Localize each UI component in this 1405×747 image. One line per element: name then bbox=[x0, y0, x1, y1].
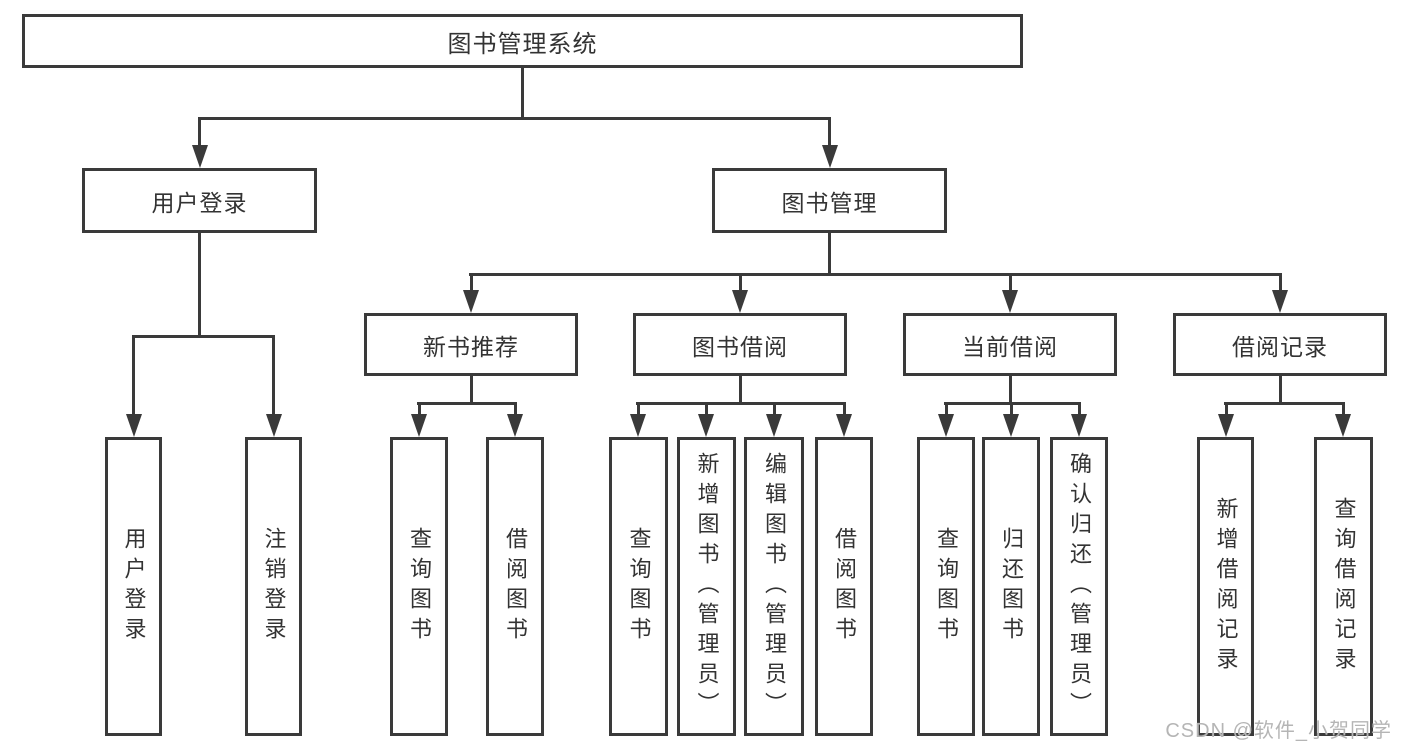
connector-hline bbox=[198, 117, 831, 120]
connector-vline bbox=[198, 117, 201, 151]
node-label: 借阅图书 bbox=[503, 526, 528, 647]
node-borrowing-records: 借阅记录 bbox=[1173, 313, 1387, 376]
connector-vline bbox=[944, 402, 948, 417]
node-label: 查询图书 bbox=[626, 526, 652, 647]
connector-vline bbox=[520, 68, 524, 120]
arrowhead-down-icon bbox=[821, 145, 838, 168]
node-book-management: 图书管理 bbox=[712, 168, 947, 233]
node-label: 当前借阅 bbox=[962, 333, 1058, 360]
watermark: CSDN @软件_小贺同学 bbox=[1165, 720, 1392, 742]
connector-vline bbox=[1008, 273, 1012, 293]
node-label: 注销登录 bbox=[261, 526, 287, 647]
node-label: 图书管理系统 bbox=[447, 30, 598, 58]
connector-hline bbox=[944, 402, 1081, 405]
node-label: 新书推荐 bbox=[423, 333, 519, 360]
arrowhead-down-icon bbox=[1272, 290, 1288, 313]
arrowhead-down-icon bbox=[463, 290, 479, 313]
arrowhead-down-icon bbox=[507, 414, 523, 437]
leaf-edit-books-admin: 编辑图书（管理员） bbox=[744, 437, 804, 736]
arrowhead-down-icon bbox=[191, 145, 208, 168]
arrowhead-down-icon bbox=[732, 290, 748, 313]
connector-vline bbox=[704, 402, 708, 417]
connector-vline bbox=[1278, 376, 1282, 403]
arrowhead-down-icon bbox=[1071, 414, 1087, 437]
node-label: 用户登录 bbox=[121, 526, 147, 647]
connector-hline bbox=[132, 335, 275, 338]
node-label: 查询借阅记录 bbox=[1331, 496, 1357, 677]
connector-vline bbox=[469, 273, 473, 293]
node-label: 编辑图书（管理员） bbox=[762, 451, 787, 722]
node-label: 查询图书 bbox=[407, 526, 432, 647]
connector-vline bbox=[738, 376, 742, 403]
arrowhead-down-icon bbox=[938, 414, 954, 437]
arrowhead-down-icon bbox=[1002, 290, 1018, 313]
connector-vline bbox=[1077, 402, 1081, 417]
connector-vline bbox=[828, 117, 831, 151]
node-label: 新增借阅记录 bbox=[1213, 496, 1239, 677]
node-label: 查询图书 bbox=[934, 526, 959, 647]
leaf-confirm-return-admin: 确认归还（管理员） bbox=[1050, 437, 1108, 736]
connector-vline bbox=[1341, 402, 1345, 417]
arrowhead-down-icon bbox=[1003, 414, 1019, 437]
connector-vline bbox=[1009, 402, 1013, 417]
connector-vline bbox=[132, 335, 135, 417]
connector-hline bbox=[636, 402, 846, 405]
arrowhead-down-icon bbox=[766, 414, 782, 437]
node-label: 图书管理 bbox=[781, 189, 878, 216]
leaf-borrow-books-recommend: 借阅图书 bbox=[486, 437, 544, 736]
leaf-query-books-borrowing: 查询图书 bbox=[609, 437, 668, 736]
arrowhead-down-icon bbox=[698, 414, 714, 437]
node-label: 用户登录 bbox=[151, 189, 248, 216]
connector-hline bbox=[1224, 402, 1345, 405]
leaf-add-books-admin: 新增图书（管理员） bbox=[677, 437, 736, 736]
arrowhead-down-icon bbox=[1218, 414, 1234, 437]
node-book-borrowing: 图书借阅 bbox=[633, 313, 847, 376]
leaf-query-borrowing-record: 查询借阅记录 bbox=[1314, 437, 1373, 736]
arrowhead-down-icon bbox=[836, 414, 852, 437]
connector-vline bbox=[513, 402, 517, 417]
connector-vline bbox=[828, 233, 831, 274]
connector-vline bbox=[272, 335, 275, 417]
leaf-borrow-books-borrowing: 借阅图书 bbox=[815, 437, 873, 736]
connector-vline bbox=[469, 376, 473, 403]
connector-vline bbox=[738, 273, 742, 293]
connector-vline bbox=[842, 402, 846, 417]
node-label: 借阅记录 bbox=[1232, 333, 1328, 360]
node-current-borrowing: 当前借阅 bbox=[903, 313, 1117, 376]
connector-vline bbox=[636, 402, 640, 417]
connector-hline bbox=[417, 402, 517, 405]
node-new-book-recommendation: 新书推荐 bbox=[364, 313, 578, 376]
leaf-logout: 注销登录 bbox=[245, 437, 302, 736]
leaf-query-books-recommend: 查询图书 bbox=[390, 437, 448, 736]
connector-vline bbox=[772, 402, 776, 417]
arrowhead-down-icon bbox=[265, 414, 282, 437]
node-label: 归还图书 bbox=[999, 526, 1024, 647]
arrowhead-down-icon bbox=[630, 414, 646, 437]
connector-hline bbox=[469, 273, 1282, 276]
arrowhead-down-icon bbox=[125, 414, 142, 437]
connector-vline bbox=[1278, 273, 1282, 293]
node-library-management-system: 图书管理系统 bbox=[22, 14, 1023, 68]
node-user-login: 用户登录 bbox=[82, 168, 317, 233]
node-label: 确认归还（管理员） bbox=[1067, 451, 1092, 722]
leaf-add-borrowing-record: 新增借阅记录 bbox=[1197, 437, 1254, 736]
node-label: 借阅图书 bbox=[832, 526, 857, 647]
node-label: 新增图书（管理员） bbox=[694, 451, 720, 722]
arrowhead-down-icon bbox=[1335, 414, 1351, 437]
connector-vline bbox=[198, 233, 201, 336]
leaf-return-books: 归还图书 bbox=[982, 437, 1040, 736]
leaf-user-login: 用户登录 bbox=[105, 437, 162, 736]
connector-vline bbox=[1008, 376, 1012, 403]
connector-vline bbox=[417, 402, 421, 417]
arrowhead-down-icon bbox=[411, 414, 427, 437]
connector-vline bbox=[1224, 402, 1228, 417]
leaf-query-books-current: 查询图书 bbox=[917, 437, 975, 736]
node-label: 图书借阅 bbox=[692, 333, 788, 360]
